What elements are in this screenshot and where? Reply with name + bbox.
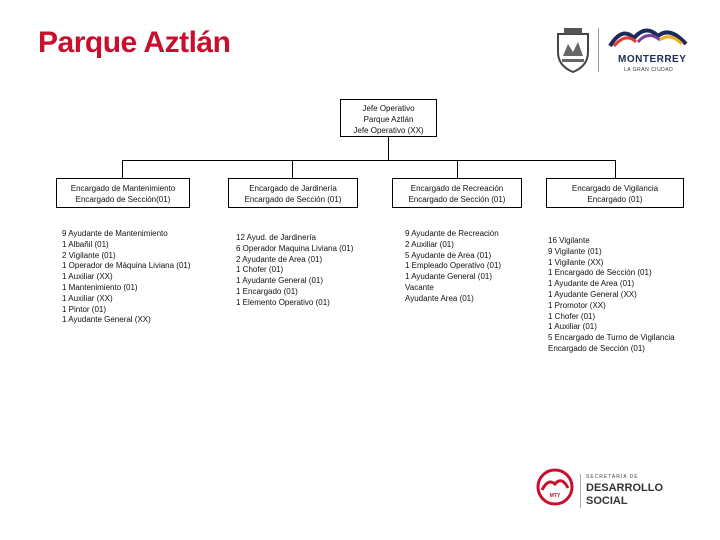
list-item: 1 Albañil (01) (62, 239, 109, 249)
list-item: 1 Empleado Operativo (01) (405, 261, 502, 271)
sds-circle-icon: MTY (536, 468, 574, 506)
list-item: 2 Auxiliar (01) (405, 239, 454, 249)
list-item: 9 Vigilante (01) (548, 246, 602, 256)
top-line-2: Parque Aztlán (363, 115, 414, 124)
connector-top-down (388, 136, 389, 160)
list-item: 1 Ayudante General (01) (405, 272, 493, 282)
list-item: 1 Auxiliar (01) (548, 322, 597, 332)
list-item: 5 Encargado de Turno de Vigilancia (548, 333, 675, 343)
dept-1-lead: Encargado de Sección(01) (75, 195, 171, 204)
list-item: 1 Auxiliar (XX) (62, 293, 113, 303)
list-item: 1 Ayudante de Area (01) (548, 279, 635, 289)
logo-divider (598, 28, 599, 72)
list-item: 1 Vigilante (XX) (548, 257, 604, 267)
dept-3-title: Encargado de Recreación (410, 184, 504, 193)
list-item: 1 Elemento Operativo (01) (236, 297, 330, 307)
monterrey-wordmark: MONTERREY (618, 54, 687, 65)
list-item: 1 Ayudante General (XX) (62, 315, 151, 325)
sds-divider (580, 474, 581, 508)
list-item: 1 Ayudante General (01) (236, 276, 324, 286)
connector-dept-4 (615, 160, 616, 179)
coat-of-arms-icon (557, 28, 589, 74)
list-item: 1 Pintor (01) (62, 304, 107, 314)
staff-list-jardineria: 12 Ayud. de Jardinería 6 Operador Maquin… (236, 233, 353, 309)
top-line-3: Jefe Operativo (XX) (353, 126, 424, 135)
top-line-1: Jefe Operativo (362, 104, 415, 113)
staff-list-mantenimiento: 9 Ayudante de Mantenimiento 1 Albañil (0… (62, 229, 191, 326)
list-item: 2 Vigilante (01) (62, 250, 116, 260)
org-box-jardineria: Encargado de Jardinería Encargado de Sec… (228, 178, 358, 208)
list-item: 1 Auxiliar (XX) (62, 272, 113, 282)
list-item: 9 Ayudante de Recreación (405, 229, 499, 238)
page-title: Parque Aztlán (38, 26, 231, 59)
org-box-mantenimiento: Encargado de Mantenimiento Encargado de … (56, 178, 190, 208)
org-box-vigilancia: Encargado de Vigilancia Encargado (01) (546, 178, 684, 208)
dept-2-lead: Encargado de Sección (01) (244, 195, 342, 204)
secretaria-desarrollo-social-logo: MTY SECRETARÍA DE DESARROLLO SOCIAL (536, 468, 696, 514)
list-item: Vacante (405, 282, 434, 292)
dept-2-title: Encargado de Jardinería (249, 184, 337, 193)
list-item: 1 Encargado (01) (236, 286, 298, 296)
list-item: 2 Ayudante de Area (01) (236, 254, 323, 264)
list-item: 12 Ayud. de Jardinería (236, 233, 316, 242)
list-item: 6 Operador Maquina Liviana (01) (236, 243, 354, 253)
org-box-recreacion: Encargado de Recreación Encargado de Sec… (392, 178, 522, 208)
list-item: 1 Chofer (01) (548, 311, 596, 321)
sds-line-2: DESARROLLO (586, 482, 663, 494)
monterrey-mountain-icon (608, 28, 688, 48)
dept-3-lead: Encargado de Sección (01) (408, 195, 506, 204)
sds-badge-text: MTY (550, 493, 561, 499)
list-item: Ayudante Area (01) (405, 293, 474, 303)
connector-dept-2 (292, 160, 293, 179)
list-item: Encargado de Sección (01) (548, 343, 645, 353)
list-item: 1 Ayudante General (XX) (548, 289, 637, 299)
list-item: 1 Chofer (01) (236, 265, 284, 275)
list-item: 1 Operador de Máquina Liviana (01) (62, 261, 191, 271)
dept-4-lead: Encargado (01) (587, 195, 643, 204)
org-box-jefe-operativo: Jefe Operativo Parque Aztlán Jefe Operat… (340, 99, 437, 137)
connector-dept-1 (122, 160, 123, 179)
staff-list-vigilancia: 16 Vigilante 9 Vigilante (01) 1 Vigilant… (548, 236, 675, 355)
list-item: 9 Ayudante de Mantenimiento (62, 229, 168, 238)
sds-line-3: SOCIAL (586, 495, 628, 507)
monterrey-tagline: LA GRAN CIUDAD (624, 67, 674, 73)
sds-line-1: SECRETARÍA DE (586, 474, 639, 480)
list-item: 16 Vigilante (548, 236, 590, 245)
dept-1-title: Encargado de Mantenimiento (70, 184, 176, 193)
list-item: 5 Ayudante de Area (01) (405, 250, 492, 260)
connector-horizontal (122, 160, 615, 161)
list-item: 1 Promotor (XX) (548, 300, 606, 310)
monterrey-logos: MONTERREY LA GRAN CIUDAD (552, 24, 692, 76)
list-item: 1 Encargado de Sección (01) (548, 268, 652, 278)
staff-list-recreacion: 9 Ayudante de Recreación 2 Auxiliar (01)… (405, 229, 501, 305)
dept-4-title: Encargado de Vigilancia (571, 184, 659, 193)
connector-dept-3 (457, 160, 458, 179)
list-item: 1 Mantenimiento (01) (62, 282, 138, 292)
